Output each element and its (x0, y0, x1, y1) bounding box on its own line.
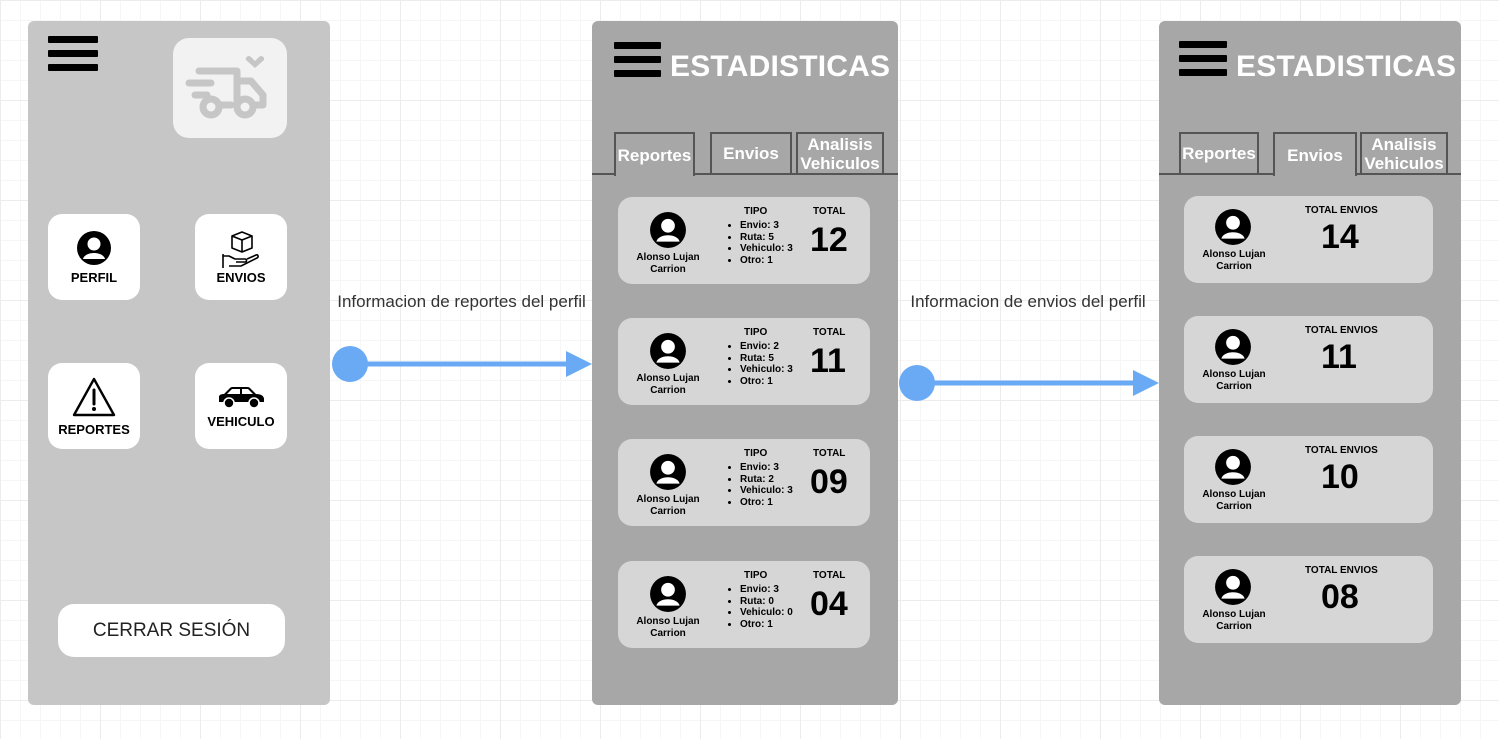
user-name: Alonso Lujan Carrion (636, 494, 700, 517)
report-total: 04 (810, 585, 848, 623)
user-avatar-icon (1214, 328, 1252, 371)
menu-screen: PERFIL ENVIOS REPORTES (28, 21, 330, 705)
shipment-card[interactable]: Alonso Lujan Carrion TOTAL ENVIOS 11 (1184, 316, 1433, 403)
user-name: Alonso Lujan Carrion (1202, 249, 1266, 272)
user-avatar-icon (649, 211, 687, 254)
report-card[interactable]: Alonso Lujan Carrion TIPO Envio: 3Ruta: 5V… (618, 197, 870, 284)
report-total: 12 (810, 221, 848, 259)
total-shipments-header: TOTAL ENVIOS (1305, 565, 1378, 576)
report-card[interactable]: Alonso Lujan Carrion TIPO Envio: 2Ruta: 5V… (618, 318, 870, 405)
report-type-item: Vehiculo: 3 (740, 364, 793, 376)
shipments-tile-label: ENVIOS (216, 269, 266, 285)
tab-baseline (592, 173, 898, 175)
report-type-item: Envio: 2 (740, 341, 793, 353)
total-shipments-header: TOTAL ENVIOS (1305, 205, 1378, 216)
shipment-total: 11 (1321, 338, 1357, 376)
vehicle-tile[interactable]: VEHICULO (195, 363, 287, 449)
user-avatar-icon (649, 453, 687, 496)
connector-label-shipments: Informacion de envios del perfil (910, 292, 1146, 311)
reports-statistics-screen: ESTADISTICAS Reportes Envios Analisis Ve… (592, 21, 898, 705)
report-type-item: Ruta: 2 (740, 474, 793, 486)
tab-reports[interactable]: Reportes (614, 132, 695, 178)
tab-vehicle-analysis[interactable]: Analisis Vehiculos (796, 132, 884, 173)
connector-label-reports: Informacion de reportes del perfil (337, 292, 586, 311)
report-type-item: Otro: 1 (740, 255, 793, 267)
total-header: TOTAL (813, 206, 846, 217)
report-type-item: Envio: 3 (740, 584, 793, 596)
report-card[interactable]: Alonso Lujan Carrion TIPO Envio: 3Ruta: 2V… (618, 439, 870, 526)
package-hand-icon (222, 230, 259, 268)
user-name: Alonso Lujan Carrion (1202, 369, 1266, 392)
vehicle-tile-label: VEHICULO (207, 413, 275, 429)
report-type-item: Vehiculo: 3 (740, 485, 793, 497)
shipment-card[interactable]: Alonso Lujan Carrion TOTAL ENVIOS 08 (1184, 556, 1433, 643)
report-type-list: Envio: 2Ruta: 5Vehiculo: 3Otro: 1 (728, 341, 793, 387)
report-type-item: Otro: 1 (740, 619, 793, 631)
user-avatar-icon (649, 575, 687, 618)
total-header: TOTAL (813, 448, 846, 459)
shipment-total: 10 (1321, 458, 1359, 496)
tab-vehicle-analysis[interactable]: Analisis Vehiculos (1360, 132, 1448, 173)
report-type-item: Ruta: 5 (740, 232, 793, 244)
report-type-list: Envio: 3Ruta: 5Vehiculo: 3Otro: 1 (728, 220, 793, 266)
total-shipments-header: TOTAL ENVIOS (1305, 445, 1378, 456)
report-type-item: Otro: 1 (740, 497, 793, 509)
report-type-item: Envio: 3 (740, 220, 793, 232)
type-header: TIPO (744, 448, 768, 459)
hamburger-menu-icon[interactable] (48, 36, 98, 71)
shipment-card[interactable]: Alonso Lujan Carrion TOTAL ENVIOS 14 (1184, 196, 1433, 283)
shipments-tile[interactable]: ENVIOS (195, 214, 287, 300)
report-type-item: Vehiculo: 0 (740, 607, 793, 619)
total-header: TOTAL (813, 570, 846, 581)
shipments-statistics-screen: ESTADISTICAS Reportes Envios Analisis Ve… (1159, 21, 1461, 705)
page-title: ESTADISTICAS (1236, 50, 1457, 83)
reports-tile[interactable]: REPORTES (48, 363, 140, 449)
type-header: TIPO (744, 570, 768, 581)
hamburger-menu-icon[interactable] (1179, 41, 1227, 76)
report-total: 11 (810, 342, 846, 380)
report-type-item: Ruta: 5 (740, 353, 793, 365)
total-shipments-header: TOTAL ENVIOS (1305, 325, 1378, 336)
report-type-item: Envio: 3 (740, 462, 793, 474)
user-name: Alonso Lujan Carrion (1202, 489, 1266, 512)
user-name: Alonso Lujan Carrion (636, 373, 700, 396)
user-avatar-icon (649, 332, 687, 375)
profile-tile[interactable]: PERFIL (48, 214, 140, 300)
report-card[interactable]: Alonso Lujan Carrion TIPO Envio: 3Ruta: 0V… (618, 561, 870, 648)
tab-reports[interactable]: Reportes (1179, 132, 1259, 173)
total-header: TOTAL (813, 327, 846, 338)
connector-arrow-reports (332, 346, 592, 382)
report-type-item: Otro: 1 (740, 376, 793, 388)
profile-tile-label: PERFIL (70, 269, 118, 285)
type-header: TIPO (744, 327, 768, 338)
tab-shipments[interactable]: Envios (710, 132, 792, 173)
connector-arrow-shipments (899, 365, 1159, 401)
app-logo (173, 38, 287, 138)
report-total: 09 (810, 463, 848, 501)
user-avatar-icon (1214, 448, 1252, 491)
user-name: Alonso Lujan Carrion (1202, 609, 1266, 632)
report-type-item: Ruta: 0 (740, 596, 793, 608)
user-avatar-icon (1214, 568, 1252, 611)
user-name: Alonso Lujan Carrion (636, 252, 700, 275)
user-avatar-icon (1214, 208, 1252, 251)
hamburger-menu-icon[interactable] (614, 42, 661, 77)
logout-button[interactable]: CERRAR SESIÓN (58, 604, 285, 657)
user-icon (77, 230, 111, 265)
reports-tile-label: REPORTES (58, 421, 130, 437)
user-name: Alonso Lujan Carrion (636, 616, 700, 639)
warning-icon (72, 377, 116, 416)
shipment-total: 14 (1321, 218, 1359, 256)
report-type-list: Envio: 3Ruta: 2Vehiculo: 3Otro: 1 (728, 462, 793, 508)
shipment-total: 08 (1321, 578, 1359, 616)
report-type-item: Vehiculo: 3 (740, 243, 793, 255)
delivery-truck-icon (185, 56, 267, 119)
page-title: ESTADISTICAS (670, 50, 891, 83)
report-type-list: Envio: 3Ruta: 0Vehiculo: 0Otro: 1 (728, 584, 793, 630)
car-icon (219, 386, 264, 409)
tab-shipments[interactable]: Envios (1273, 132, 1357, 178)
shipment-card[interactable]: Alonso Lujan Carrion TOTAL ENVIOS 10 (1184, 436, 1433, 523)
type-header: TIPO (744, 206, 768, 217)
